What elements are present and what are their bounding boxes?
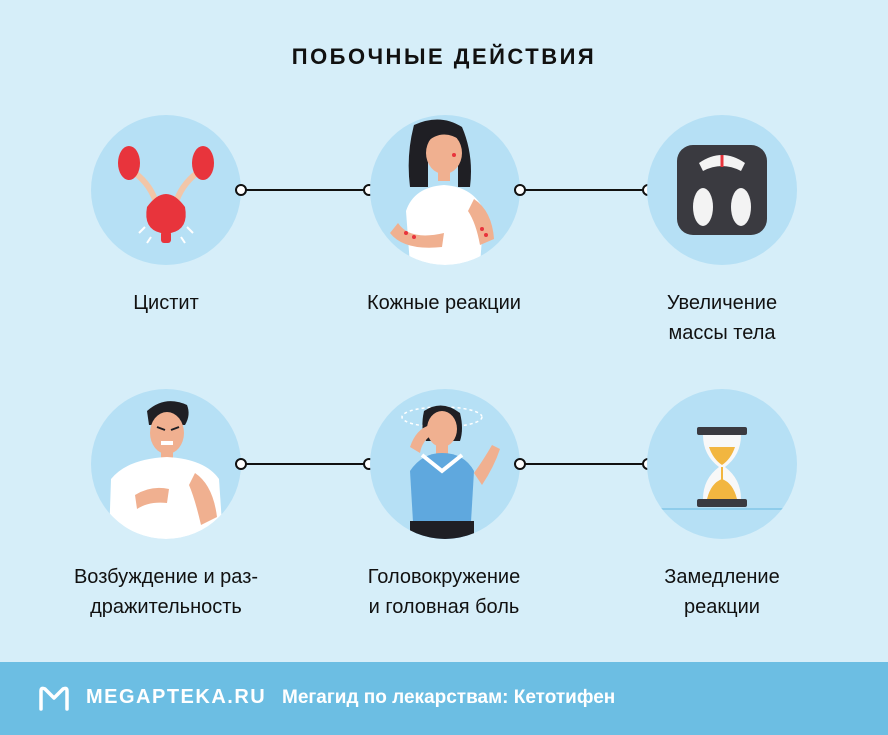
agitated-man-icon	[91, 389, 241, 539]
item-label-line: и головная боль	[368, 596, 520, 618]
dizzy-woman-icon	[370, 389, 520, 539]
item-label-line: массы тела	[668, 322, 776, 344]
item-label-cystitis: Цистит	[133, 292, 199, 314]
item-label-line: Замедление	[664, 566, 780, 588]
skin-rash-person-icon	[370, 115, 520, 265]
item-label-line: Головокружение	[367, 566, 521, 588]
connector	[235, 184, 375, 196]
item-label-dizziness: Головокружение и головная боль	[314, 562, 574, 622]
footer: MEGAPTEKA.RU Мегагид по лекарствам: Кето…	[0, 662, 888, 735]
footer-tagline: Мегагид по лекарствам: Кетотифен	[282, 687, 616, 708]
item-label-agitation: Возбуждение и раз- дражительность	[36, 562, 296, 622]
hourglass-icon	[647, 389, 797, 539]
brand-link[interactable]: MEGAPTEKA.RU	[86, 686, 267, 708]
item-label-line: Возбуждение и раз-	[73, 566, 259, 588]
connector	[514, 184, 654, 196]
item-label-slowed-reaction: Замедление реакции	[592, 562, 852, 622]
item-label-line: Увеличение	[666, 292, 778, 314]
connector	[514, 458, 654, 470]
connector	[235, 458, 375, 470]
weight-scale-icon	[647, 115, 797, 265]
item-label-weight-gain: Увеличение массы тела	[592, 288, 852, 348]
item-label-skin-reactions: Кожные реакции	[367, 292, 521, 314]
page-title: ПОБОЧНЫЕ ДЕЙСТВИЯ	[291, 44, 597, 69]
megapteka-logo-icon[interactable]	[38, 684, 70, 712]
item-label-line: реакции	[684, 596, 760, 618]
item-label-line: дражительность	[90, 596, 242, 618]
bladder-kidneys-icon	[91, 115, 241, 265]
